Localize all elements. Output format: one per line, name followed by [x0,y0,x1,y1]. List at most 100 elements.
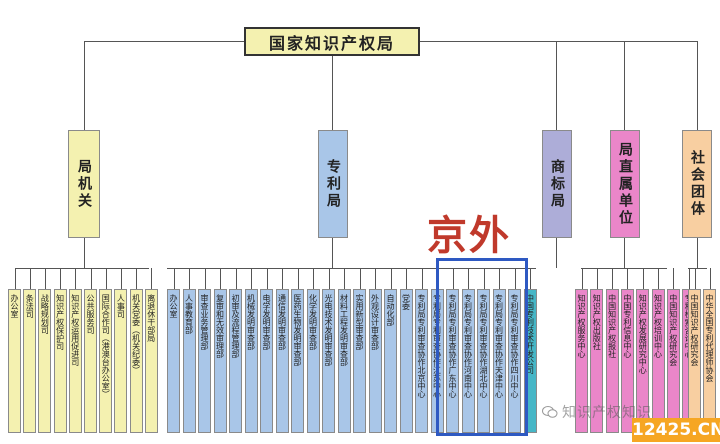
leaf-unit: 党委 [399,289,413,433]
leaf-drop [75,268,77,289]
leaf-unit: 专利局专利审查协作天津中心 [492,289,506,433]
leaf-unit: 知识产权服务中心 [575,289,588,433]
leaf-drop [530,268,531,289]
leaf-drop [105,268,107,289]
leaf-drop [421,268,423,289]
leaf-unit: 机械发明审查部 [244,289,258,433]
leaf-drop [627,268,629,289]
leaf-drop [483,268,485,289]
leaf-drop [359,268,361,289]
leaf-drop [14,268,16,289]
leaf-drop [514,268,516,289]
root-connector-left [84,41,244,42]
leaf-drop [694,268,696,289]
root-node: 国家知识产权局 [244,27,420,56]
wechat-icon [542,406,558,418]
leaf-unit: 机关党委（机关纪委） [129,289,143,433]
leaf-unit: 专利局专利审查协作河南中心 [461,289,475,433]
group5-bus [688,268,707,269]
watermark-logo: 12425.CN [632,418,720,442]
leaf-unit: 电学发明审查部 [260,289,273,433]
group2-stem [332,238,333,268]
leaf-unit: 材料工程发明审查部 [337,289,351,433]
leaf-unit: 实用新型审查部 [353,289,366,433]
leaf-drop [390,268,392,289]
leaf-drop [612,268,614,289]
category-trademark-office: 商标局 [542,130,572,238]
leaf-unit: 专利局专利审查协作北京中心 [415,289,428,433]
leaf-drop [406,268,407,289]
leaf-unit: 中国专利信息中心 [620,289,634,433]
group1-bus [15,268,149,269]
group5-drop [697,41,698,130]
leaf-drop [709,268,711,289]
leaf-drop [136,268,138,289]
category-social-groups: 社会团体 [682,130,712,238]
leaf-drop [581,268,583,289]
leaf-unit: 知识产权运用促进司 [68,289,82,433]
leaf-drop [375,268,376,289]
category-patent-office: 专利局 [318,130,348,238]
leaf-drop [266,268,268,289]
leaf-drop [120,268,122,289]
leaf-unit: 人事教育部 [182,289,196,433]
leaf-unit: 国际合作司（港澳台办公室） [99,289,113,433]
leaf-drop [596,268,598,289]
group2-bus [167,268,536,269]
group3-drop [556,41,557,130]
leaf-drop [673,268,675,289]
leaf-unit: 办公室 [8,289,21,433]
leaf-drop [452,268,454,289]
leaf-drop [235,268,237,289]
leaf-unit: 中国知识产权研究会 [666,289,680,433]
leaf-unit: 复审和无效审理部 [213,289,227,433]
group1-stem [84,238,85,268]
leaf-drop [251,268,252,289]
leaf-drop [151,268,153,289]
leaf-unit: 中国知识产权研究会 [688,289,701,433]
leaf-drop [189,268,190,289]
leaf-unit: 医药生物发明审查部 [291,289,304,433]
leaf-unit: 中国知识产权报社 [605,289,619,433]
leaf-unit: 光电技术发明审查部 [322,289,335,433]
root-connector-right [420,41,698,42]
group4-stem [624,238,625,268]
leaf-drop [297,268,299,289]
highlight-frame [436,258,528,436]
group3-stem [556,238,557,268]
leaf-unit: 专利局专利审查协作四川中心 [508,289,521,433]
leaf-unit: 化学发明审查部 [306,289,320,433]
leaf-unit: 条法司 [23,289,37,433]
leaf-drop [282,268,283,289]
leaf-unit: 外观设计审查部 [368,289,382,433]
group5-stem [697,238,698,268]
leaf-drop [204,268,206,289]
leaf-unit: 通信发明审查部 [275,289,289,433]
leaf-unit: 专利局专利审查协作广东中心 [446,289,459,433]
group4-bus [581,268,667,269]
leaf-drop [688,268,690,289]
leaf-drop [499,268,500,289]
leaf-unit: 战略规划司 [38,289,52,433]
root-connector-down [332,56,333,130]
leaf-drop [44,268,46,289]
leaf-unit: 公共服务司 [84,289,97,433]
leaf-drop [642,268,644,289]
leaf-unit: 离退休干部局 [144,289,158,433]
leaf-drop [173,268,175,289]
leaf-drop [344,268,345,289]
category-affiliated-units: 局直属单位 [610,130,640,238]
leaf-unit: 初审及流程管理部 [229,289,242,433]
group4-drop [624,41,625,130]
callout-label: 京外 [427,212,511,259]
category-bureau-organs: 局机关 [68,130,100,238]
leaf-unit: 人事司 [114,289,128,433]
leaf-unit: 知识产权出版社 [590,289,604,433]
leaf-drop [220,268,221,289]
leaf-drop [658,268,659,289]
leaf-unit: 知识产权培训中心 [651,289,665,433]
leaf-unit: 专利局专利审查协作湖北中心 [477,289,490,433]
leaf-unit: 自动化部 [384,289,397,433]
leaf-drop [313,268,314,289]
